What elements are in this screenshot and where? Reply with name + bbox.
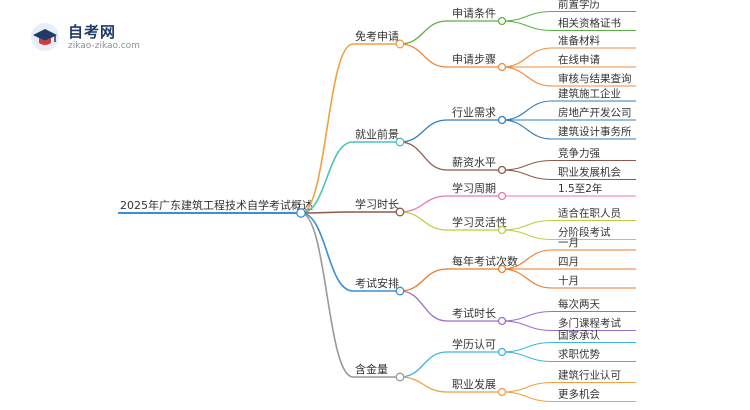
sub-node-label: 行业需求: [452, 106, 496, 119]
sub-to-leaf-connector: [501, 268, 553, 289]
sub-to-leaf-connector: [501, 310, 553, 322]
branch-to-sub-connector: [399, 195, 448, 213]
leaf-label: 每次两天: [558, 298, 600, 311]
branch-label: 学习时长: [355, 197, 399, 211]
root-to-branch-connector: [300, 212, 354, 378]
leaf-label: 审核与结果查询: [558, 72, 632, 85]
root-node-label: 2025年广东建筑工程技术自学考试概述: [120, 198, 313, 212]
branch-label: 就业前景: [355, 127, 399, 141]
sub-to-leaf-connector: [501, 169, 553, 181]
logo-title: 自考网: [68, 23, 117, 41]
sub-to-leaf-connector: [501, 320, 553, 332]
branch-node-dot: [395, 372, 405, 382]
branch-to-sub-connector: [399, 141, 448, 171]
sub-node-label: 学历认可: [452, 337, 496, 351]
root-to-branch-connector: [300, 141, 354, 214]
leaf-label: 国家承认: [558, 329, 600, 342]
sub-node-dot: [497, 316, 507, 326]
sub-to-leaf-connector: [501, 66, 553, 87]
sub-node-dot: [497, 387, 507, 397]
leaf-label: 十月: [558, 274, 579, 287]
leaf-label: 分阶段考试: [558, 226, 611, 239]
sub-to-leaf-connector: [501, 119, 553, 140]
leaf-label: 求职优势: [558, 348, 600, 361]
leaf-label: 1.5至2年: [558, 182, 602, 195]
sub-to-leaf-connector: [501, 159, 553, 171]
site-logo[interactable]: 自考网 zikao-zikao.com: [30, 20, 150, 56]
sub-node-dot: [497, 115, 507, 125]
branch-label: 考试安排: [355, 276, 399, 290]
leaf-label: 准备材料: [558, 34, 600, 47]
leaf-label: 适合在职人员: [558, 207, 621, 220]
branch-to-sub-connector: [399, 290, 448, 322]
sub-node-label: 职业发展: [452, 377, 496, 391]
leaf-label: 建筑行业认可: [558, 369, 621, 382]
sub-node-label: 申请步骤: [452, 53, 496, 66]
branch-to-sub-connector: [399, 268, 448, 292]
branch-node-dot: [395, 39, 405, 49]
graduation-cap-icon: [31, 23, 59, 51]
root-to-branch-connector: [300, 43, 354, 214]
leaf-label: 四月: [558, 256, 579, 268]
leaf-label: 在线申请: [558, 53, 600, 66]
sub-node-dot: [497, 165, 507, 175]
sub-to-leaf-connector: [501, 219, 553, 231]
branch-node-dot: [395, 286, 405, 296]
root-to-branch-connector: [300, 211, 354, 214]
sub-node-label: 学习灵活性: [452, 215, 507, 229]
branch-to-sub-connector: [399, 43, 448, 68]
sub-to-leaf-connector: [501, 47, 553, 68]
sub-to-leaf-connector: [501, 351, 553, 363]
leaf-label: 一月: [558, 237, 579, 249]
sub-node-dot: [497, 225, 507, 235]
branch-to-sub-connector: [399, 211, 448, 231]
sub-to-leaf-connector: [501, 100, 553, 121]
branch-node-dot: [395, 207, 405, 217]
branch-to-sub-connector: [399, 119, 448, 143]
branch-label: 免考申请: [355, 29, 399, 43]
branch-label: 含金量: [355, 362, 388, 376]
root-to-branch-connector: [300, 212, 354, 292]
sub-to-leaf-connector: [501, 341, 553, 353]
sub-node-label: 薪资水平: [452, 156, 496, 169]
sub-node-dot: [497, 191, 507, 201]
leaf-label: 多门课程考试: [558, 317, 621, 330]
sub-node-label: 考试时长: [452, 307, 496, 320]
branch-to-sub-connector: [399, 20, 448, 45]
leaf-label: 更多机会: [558, 388, 600, 401]
sub-node-label: 每年考试次数: [452, 254, 518, 268]
root-node-dot: [296, 208, 306, 218]
leaf-label: 建筑设计事务所: [558, 125, 632, 138]
sub-node-dot: [497, 264, 507, 274]
sub-node-label: 申请条件: [452, 6, 496, 20]
leaf-label: 相关资格证书: [558, 17, 621, 30]
sub-node-dot: [497, 62, 507, 72]
sub-to-leaf-connector: [501, 381, 553, 393]
branch-node-dot: [395, 137, 405, 147]
sub-node-dot: [497, 347, 507, 357]
sub-to-leaf-connector: [501, 229, 553, 241]
branch-to-sub-connector: [399, 376, 448, 393]
sub-to-leaf-connector: [501, 391, 553, 403]
sub-to-leaf-connector: [501, 20, 553, 32]
sub-to-leaf-connector: [501, 10, 553, 22]
leaf-label: 建筑施工企业: [558, 87, 621, 100]
leaf-label: 职业发展机会: [558, 166, 621, 179]
sub-node-dot: [497, 16, 507, 26]
leaf-label: 前置学历: [558, 0, 600, 11]
leaf-label: 竞争力强: [558, 147, 600, 160]
branch-to-sub-connector: [399, 351, 448, 378]
sub-node-label: 学习周期: [452, 181, 496, 195]
leaf-label: 房地产开发公司: [558, 106, 632, 119]
logo-url: zikao-zikao.com: [68, 41, 140, 51]
